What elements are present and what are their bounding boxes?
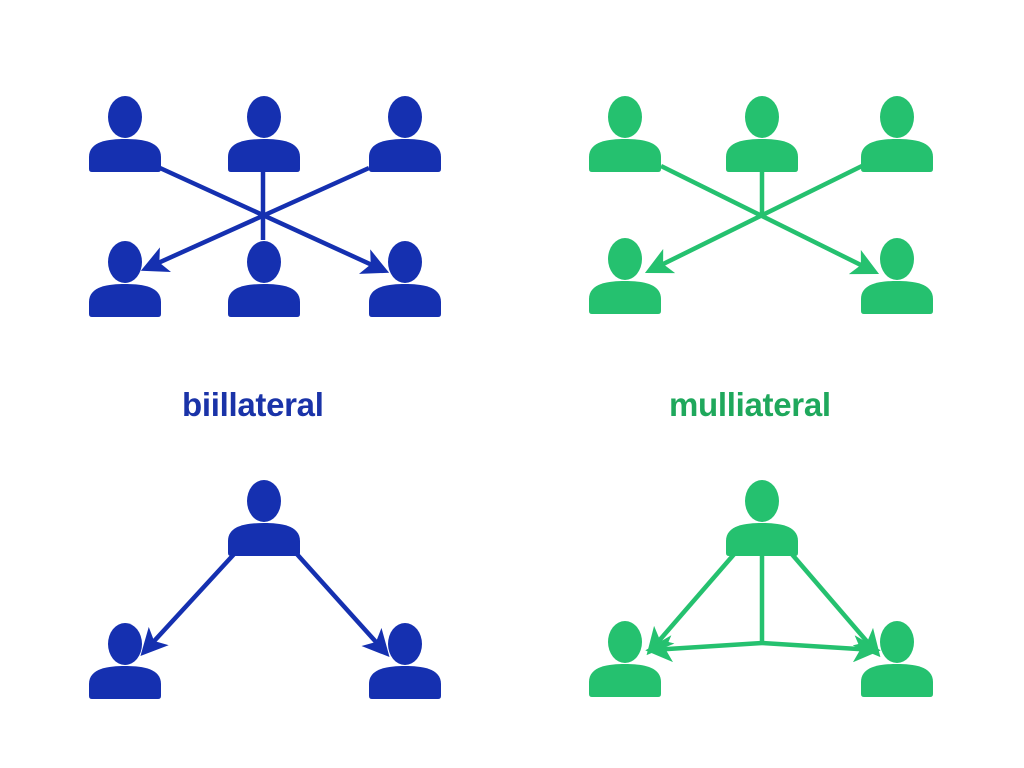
person-top-left-icon	[589, 96, 661, 172]
arrow-connector	[645, 635, 763, 663]
bilateral-label: biillateral	[182, 386, 324, 423]
person-bottom-left-icon	[89, 241, 161, 317]
multilateral-label: mulliateral	[669, 386, 831, 423]
person-bottom-right-icon	[861, 621, 933, 697]
person-top-icon	[726, 480, 798, 556]
arrow-connector	[660, 163, 880, 275]
person-bottom-left-icon	[89, 623, 161, 699]
arrow-connector	[646, 550, 738, 656]
person-bottom-right-icon	[369, 623, 441, 699]
person-top-center-icon	[726, 96, 798, 172]
arrow-connector	[293, 550, 390, 658]
top-left-network	[89, 96, 441, 317]
arrow-connector	[788, 550, 881, 658]
person-bottom-right-icon	[369, 241, 441, 317]
person-top-left-icon	[89, 96, 161, 172]
person-top-right-icon	[369, 96, 441, 172]
person-bottom-right-icon	[861, 238, 933, 314]
arrow-connector	[644, 163, 863, 274]
arrow-connector	[159, 165, 390, 274]
person-top-icon	[228, 480, 300, 556]
top-right-network	[589, 96, 933, 314]
person-bottom-center-icon	[228, 241, 300, 317]
arrow-connector	[761, 635, 881, 663]
bottom-right-multilateral	[589, 480, 933, 697]
person-top-right-icon	[861, 96, 933, 172]
person-bottom-left-icon	[589, 621, 661, 697]
person-top-center-icon	[228, 96, 300, 172]
person-bottom-left-icon	[589, 238, 661, 314]
arrow-connector	[140, 165, 370, 272]
arrow-connector	[140, 550, 238, 656]
bottom-left-bilateral	[89, 480, 441, 699]
